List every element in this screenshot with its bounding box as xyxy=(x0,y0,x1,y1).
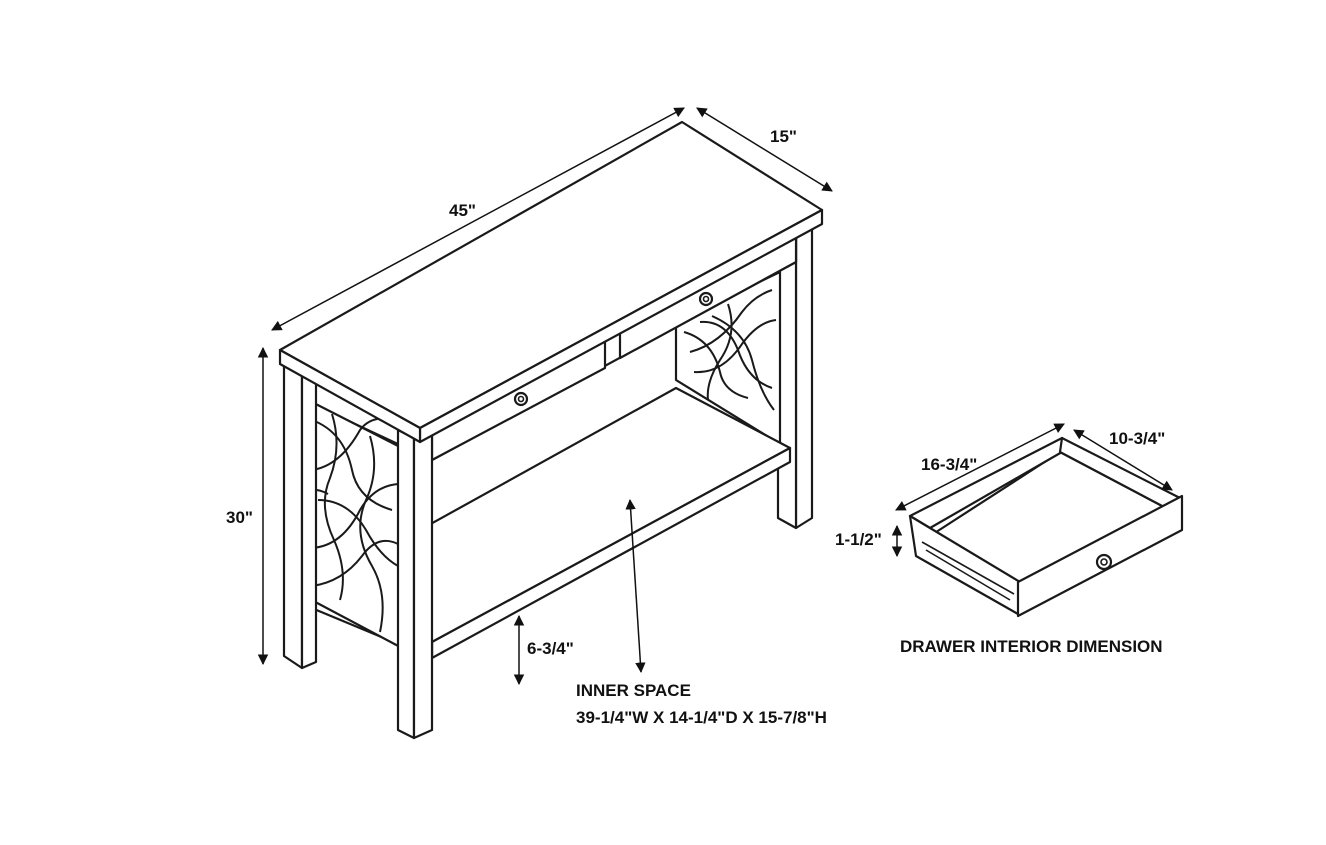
drawer-depth-line xyxy=(1073,429,1173,491)
drawer-width-line xyxy=(895,423,1065,511)
width-label: 45" xyxy=(449,201,476,220)
front-right-leg xyxy=(396,428,416,740)
front-left-leg xyxy=(282,356,304,670)
inner-space-line xyxy=(625,498,646,674)
depth-label: 15" xyxy=(770,127,797,146)
drawer-width-label: 16-3/4" xyxy=(921,455,977,474)
right-drawer-knob xyxy=(698,291,714,307)
drawer-depth-label: 10-3/4" xyxy=(1109,429,1165,448)
drawer-knob xyxy=(1095,553,1113,571)
depth-dimension-line xyxy=(696,107,833,192)
back-right-leg xyxy=(794,212,814,530)
left-lattice xyxy=(303,413,399,633)
width-dimension-line xyxy=(271,107,685,331)
table-top-side-edge xyxy=(278,348,422,444)
front-right-leg-front xyxy=(412,428,434,740)
drawer-caption: DRAWER INTERIOR DIMENSION xyxy=(900,637,1163,656)
left-drawer-knob xyxy=(513,391,529,407)
inner-space-size: 39-1/4"W X 14-1/4"D X 15-7/8"H xyxy=(576,708,827,727)
right-lattice xyxy=(683,289,777,411)
inner-space-title: INNER SPACE xyxy=(576,681,691,700)
dimension-lines xyxy=(257,107,833,686)
height-label: 30" xyxy=(226,508,253,527)
front-left-leg-front xyxy=(300,360,318,670)
shelf-clearance-label: 6-3/4" xyxy=(527,639,574,658)
drawer-illustration xyxy=(891,423,1184,618)
drawer-height-label: 1-1/2" xyxy=(835,530,882,549)
